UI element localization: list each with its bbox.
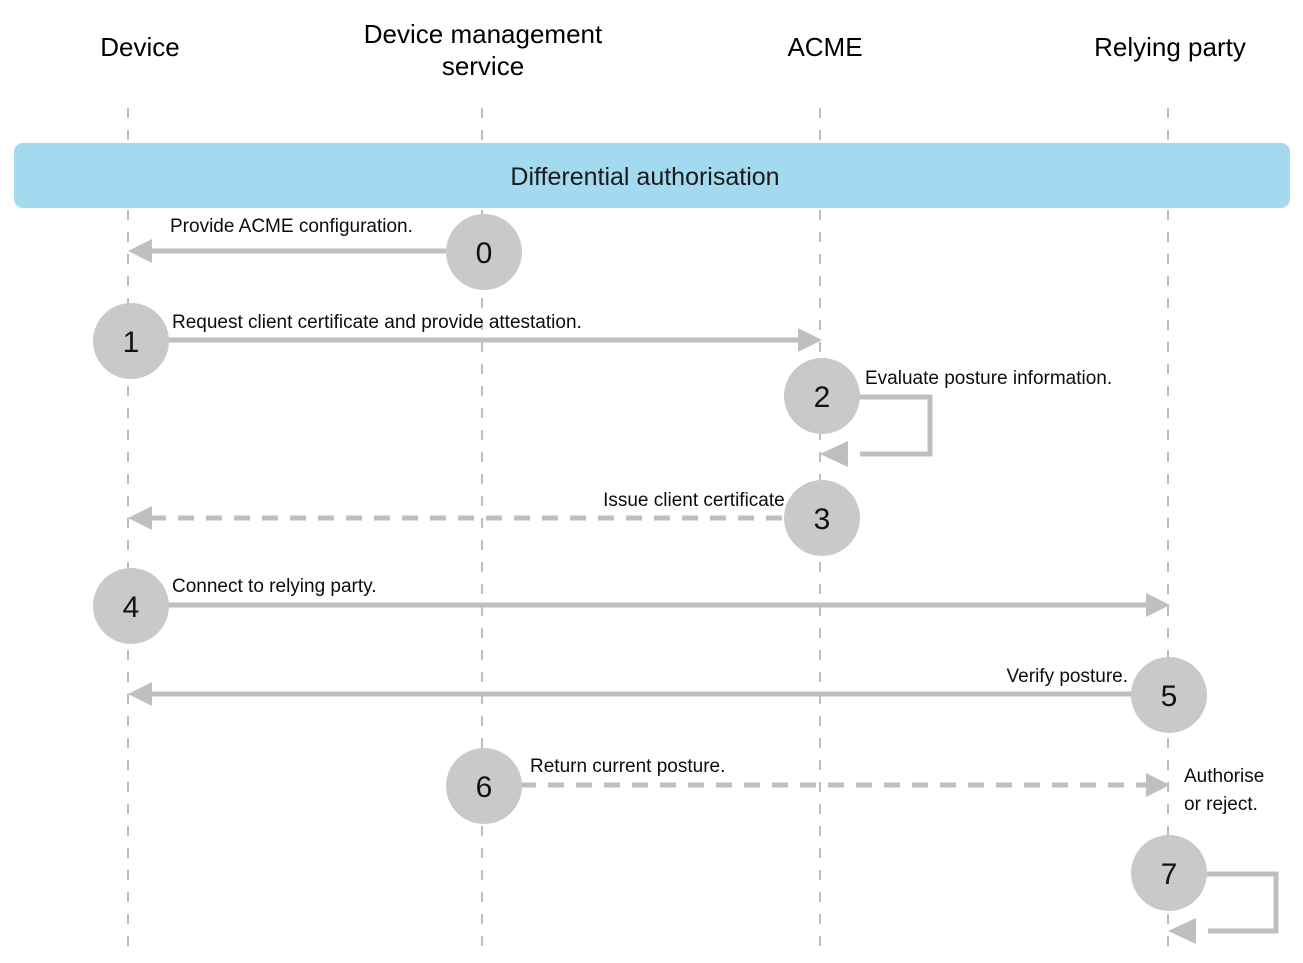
step-1-group[interactable]: Request client certificate and provide a… [93, 303, 822, 379]
actor-label-device: Device [100, 32, 179, 62]
step-6-badge-number: 6 [476, 771, 493, 804]
step-0-badge-circle[interactable] [446, 214, 522, 290]
authorise-note-line2: or reject. [1184, 794, 1258, 815]
actor-headers: Device Device management service ACME Re… [100, 19, 1246, 81]
step-7-badge-number: 7 [1161, 858, 1178, 891]
authorise-note: Authorise or reject. [1184, 766, 1264, 815]
step-0-group[interactable]: Provide ACME configuration. 0 [128, 214, 522, 290]
step-5-group[interactable]: Verify posture. 5 [128, 657, 1207, 733]
step-3-arrow-head [128, 506, 152, 530]
step-7-arrow-head [1168, 918, 1196, 944]
step-2-loop-line [820, 394, 933, 457]
step-0-badge-number: 0 [476, 237, 493, 270]
step-2-badge-number: 2 [814, 381, 831, 414]
step-5-arrow-head [128, 682, 152, 706]
step-4-badge-circle[interactable] [93, 568, 169, 644]
banner-label: Differential authorisation [510, 163, 779, 191]
step-3-badge-circle[interactable] [784, 480, 860, 556]
step-2-badge-circle[interactable] [784, 358, 860, 434]
step-5-badge-circle[interactable] [1131, 657, 1207, 733]
step-3-label: Issue client certificate. [603, 490, 790, 511]
actor-label-relying-party: Relying party [1094, 32, 1246, 62]
step-4-label: Connect to relying party. [172, 576, 377, 597]
step-3-group[interactable]: Issue client certificate. 3 [128, 480, 860, 556]
step-4-group[interactable]: Connect to relying party. 4 [93, 568, 1170, 644]
step-4-arrow-head [1146, 593, 1170, 617]
step-5-badge-number: 5 [1161, 680, 1178, 713]
lifelines-top [127, 108, 1169, 146]
step-6-badge-circle[interactable] [446, 748, 522, 824]
step-3-badge-number: 3 [814, 503, 831, 536]
differential-authorisation-banner: Differential authorisation [14, 143, 1290, 208]
step-1-label: Request client certificate and provide a… [172, 312, 582, 333]
step-5-label: Verify posture. [1007, 666, 1128, 687]
step-7-badge-circle[interactable] [1131, 835, 1207, 911]
step-2-arrow-head [820, 441, 848, 467]
step-0-arrow-head [128, 239, 152, 263]
step-1-arrow-head [798, 328, 822, 352]
step-1-badge-number: 1 [123, 326, 140, 359]
step-1-badge-circle[interactable] [93, 303, 169, 379]
actor-label-device-management-service-line2: service [442, 51, 524, 81]
step-0-label: Provide ACME configuration. [170, 216, 413, 237]
step-6-arrow-head [1146, 773, 1170, 797]
step-6-group[interactable]: Return current posture. 6 [446, 748, 1170, 824]
step-4-badge-number: 4 [123, 591, 140, 624]
step-2-group[interactable]: Evaluate posture information. 2 [784, 358, 1112, 467]
authorise-note-line1: Authorise [1184, 766, 1264, 787]
actor-label-acme: ACME [787, 32, 862, 62]
step-6-label: Return current posture. [530, 756, 725, 777]
step-2-label: Evaluate posture information. [865, 368, 1112, 389]
step-7-group[interactable]: 7 [1131, 835, 1279, 944]
banner-background [14, 143, 1290, 208]
step-7-loop-line [1168, 871, 1279, 934]
actor-label-device-management-service-line1: Device management [364, 19, 603, 49]
